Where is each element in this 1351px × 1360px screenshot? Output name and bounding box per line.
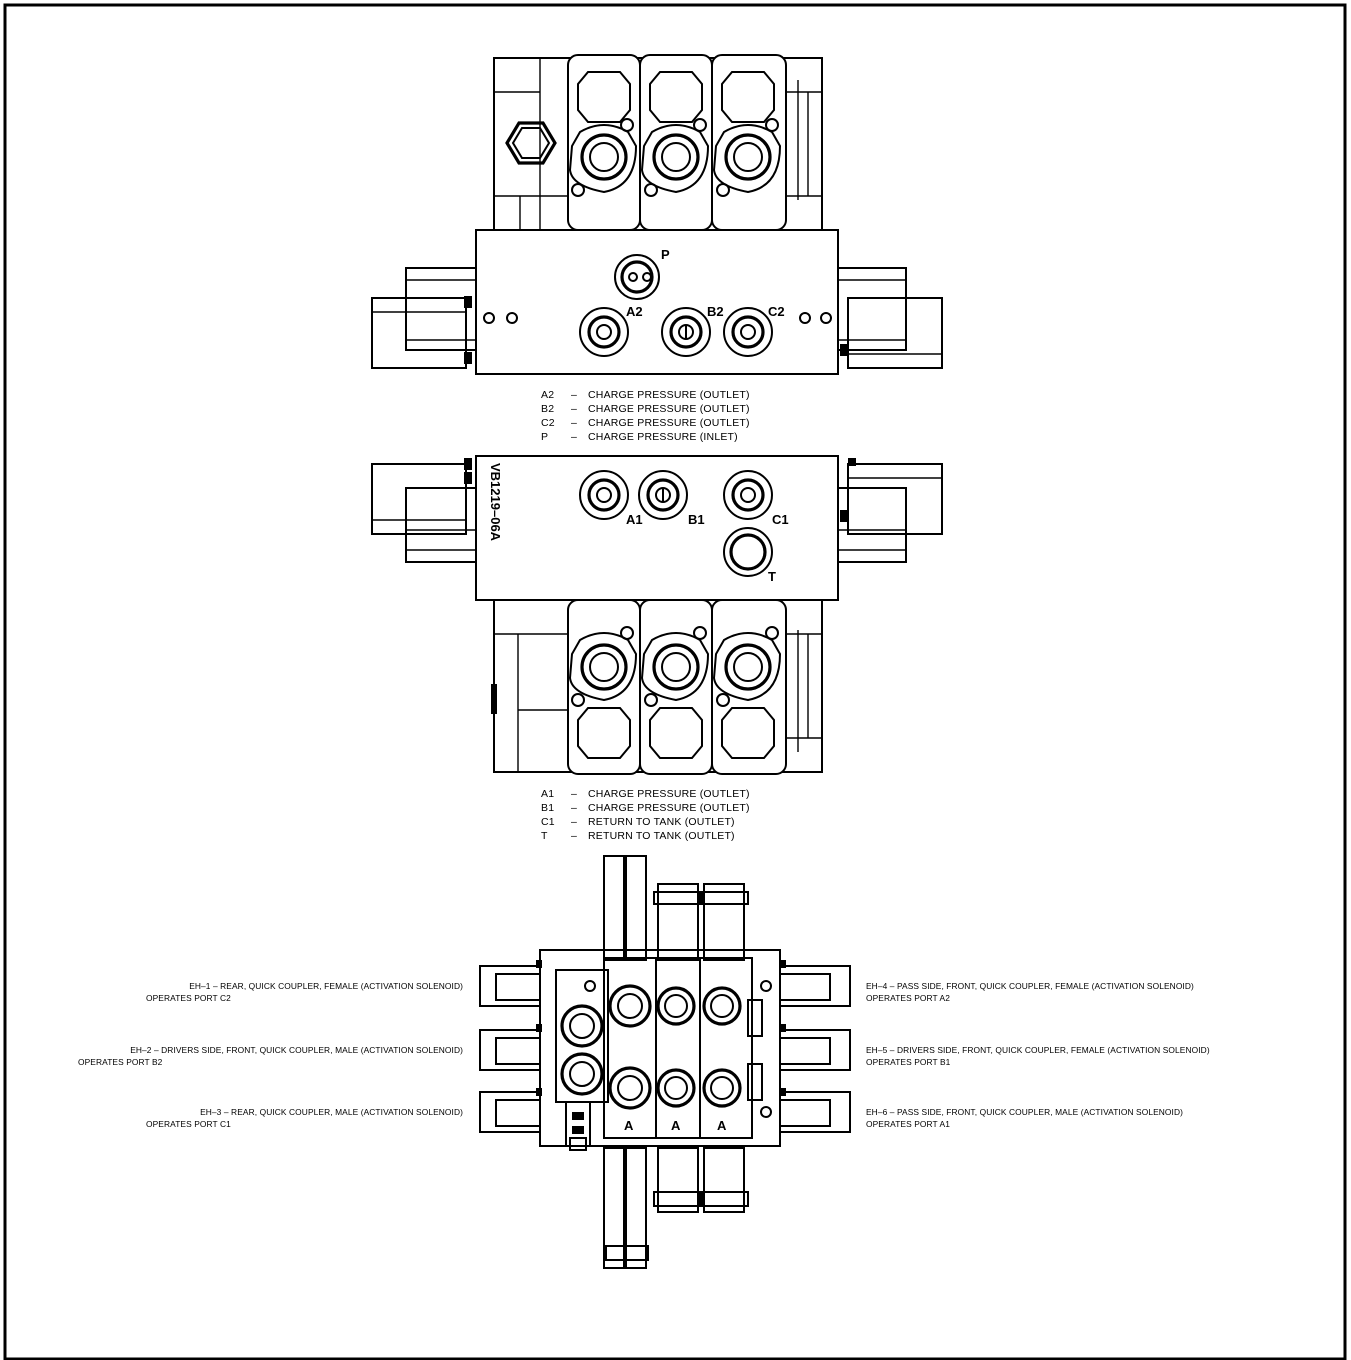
- callout-eh1-line1: EH–1 – REAR, QUICK COUPLER, FEMALE (ACTI…: [189, 981, 463, 991]
- callout-eh2-line2: OPERATES PORT B2: [78, 1057, 163, 1067]
- legend-dash: –: [571, 802, 577, 814]
- legend-text: RETURN TO TANK (OUTLET): [588, 830, 735, 842]
- legend-text: CHARGE PRESSURE (OUTLET): [588, 417, 750, 429]
- legend-code: B2: [541, 403, 554, 415]
- legend-code: B1: [541, 802, 554, 814]
- section-label: A: [671, 1118, 681, 1133]
- callout-eh5-line2: OPERATES PORT B1: [866, 1057, 951, 1067]
- top-view: P A2 B2 C2: [371, 54, 943, 375]
- callout-eh2-line1: EH–2 – DRIVERS SIDE, FRONT, QUICK COUPLE…: [130, 1045, 463, 1055]
- legend-code: A1: [541, 788, 554, 800]
- legend-code: A2: [541, 389, 554, 401]
- callouts-left: EH–1 – REAR, QUICK COUPLER, FEMALE (ACTI…: [78, 981, 463, 1129]
- legend-dash: –: [571, 417, 577, 429]
- legend-dash: –: [571, 389, 577, 401]
- port-t: [723, 527, 773, 577]
- port-p: [614, 254, 660, 300]
- callout-eh5-line1: EH–5 – DRIVERS SIDE, FRONT, QUICK COUPLE…: [866, 1045, 1210, 1055]
- legend-dash: –: [571, 816, 577, 828]
- bottom-view: VB1219–06A A1 B1 C1 T: [371, 455, 943, 775]
- port-label-t: T: [768, 569, 776, 584]
- legend-dash: –: [571, 403, 577, 415]
- callout-eh6-line1: EH–6 – PASS SIDE, FRONT, QUICK COUPLER, …: [866, 1107, 1183, 1117]
- port-a2: [579, 307, 629, 357]
- callout-eh3-line1: EH–3 – REAR, QUICK COUPLER, MALE (ACTIVA…: [200, 1107, 463, 1117]
- callout-eh3-line2: OPERATES PORT C1: [146, 1119, 231, 1129]
- port-label-a1: A1: [626, 512, 643, 527]
- legend-code: P: [541, 431, 548, 443]
- legend-text: RETURN TO TANK (OUTLET): [588, 816, 735, 828]
- callouts-right: EH–4 – PASS SIDE, FRONT, QUICK COUPLER, …: [866, 981, 1210, 1129]
- legend-dash: –: [571, 788, 577, 800]
- spool-tubes: [603, 855, 749, 1269]
- legend-dash: –: [571, 431, 577, 443]
- port-label-b1: B1: [688, 512, 705, 527]
- legend-text: CHARGE PRESSURE (INLET): [588, 431, 738, 443]
- right-solenoids: [779, 960, 851, 1133]
- legend-text: CHARGE PRESSURE (OUTLET): [588, 802, 750, 814]
- callout-eh4-line2: OPERATES PORT A2: [866, 993, 950, 1003]
- callout-eh4-line1: EH–4 – PASS SIDE, FRONT, QUICK COUPLER, …: [866, 981, 1194, 991]
- legend-text: CHARGE PRESSURE (OUTLET): [588, 788, 750, 800]
- bottom-manifold-block: [371, 455, 943, 601]
- top-manifold-block: [371, 229, 943, 375]
- port-label-c1: C1: [772, 512, 789, 527]
- sheet-border: [3, 3, 1347, 1360]
- port-label-p: P: [661, 247, 670, 262]
- top-port-legend: A2 – CHARGE PRESSURE (OUTLET) B2 – CHARG…: [541, 389, 750, 443]
- section-label: A: [624, 1118, 634, 1133]
- legend-code: C2: [541, 417, 555, 429]
- legend-code: T: [541, 830, 548, 842]
- port-c2: [723, 307, 773, 357]
- legend-code: C1: [541, 816, 555, 828]
- port-label-c2: C2: [768, 304, 785, 319]
- callout-eh1-line2: OPERATES PORT C2: [146, 993, 231, 1003]
- legend-text: CHARGE PRESSURE (OUTLET): [588, 403, 750, 415]
- legend-dash: –: [571, 830, 577, 842]
- section-label: A: [717, 1118, 727, 1133]
- port-label-b2: B2: [707, 304, 724, 319]
- top-coil-housings: [493, 54, 823, 231]
- front-view: A A A: [479, 855, 851, 1269]
- left-solenoids: [479, 960, 542, 1133]
- bottom-port-legend: A1 – CHARGE PRESSURE (OUTLET) B1 – CHARG…: [541, 788, 750, 842]
- port-c1: [723, 470, 773, 520]
- port-b1: [638, 470, 688, 520]
- part-number: VB1219–06A: [488, 463, 503, 542]
- port-label-a2: A2: [626, 304, 643, 319]
- callout-eh6-line2: OPERATES PORT A1: [866, 1119, 950, 1129]
- port-b2: [661, 307, 711, 357]
- legend-text: CHARGE PRESSURE (OUTLET): [588, 389, 750, 401]
- port-a1: [579, 470, 629, 520]
- bottom-coil-housings: [491, 599, 823, 775]
